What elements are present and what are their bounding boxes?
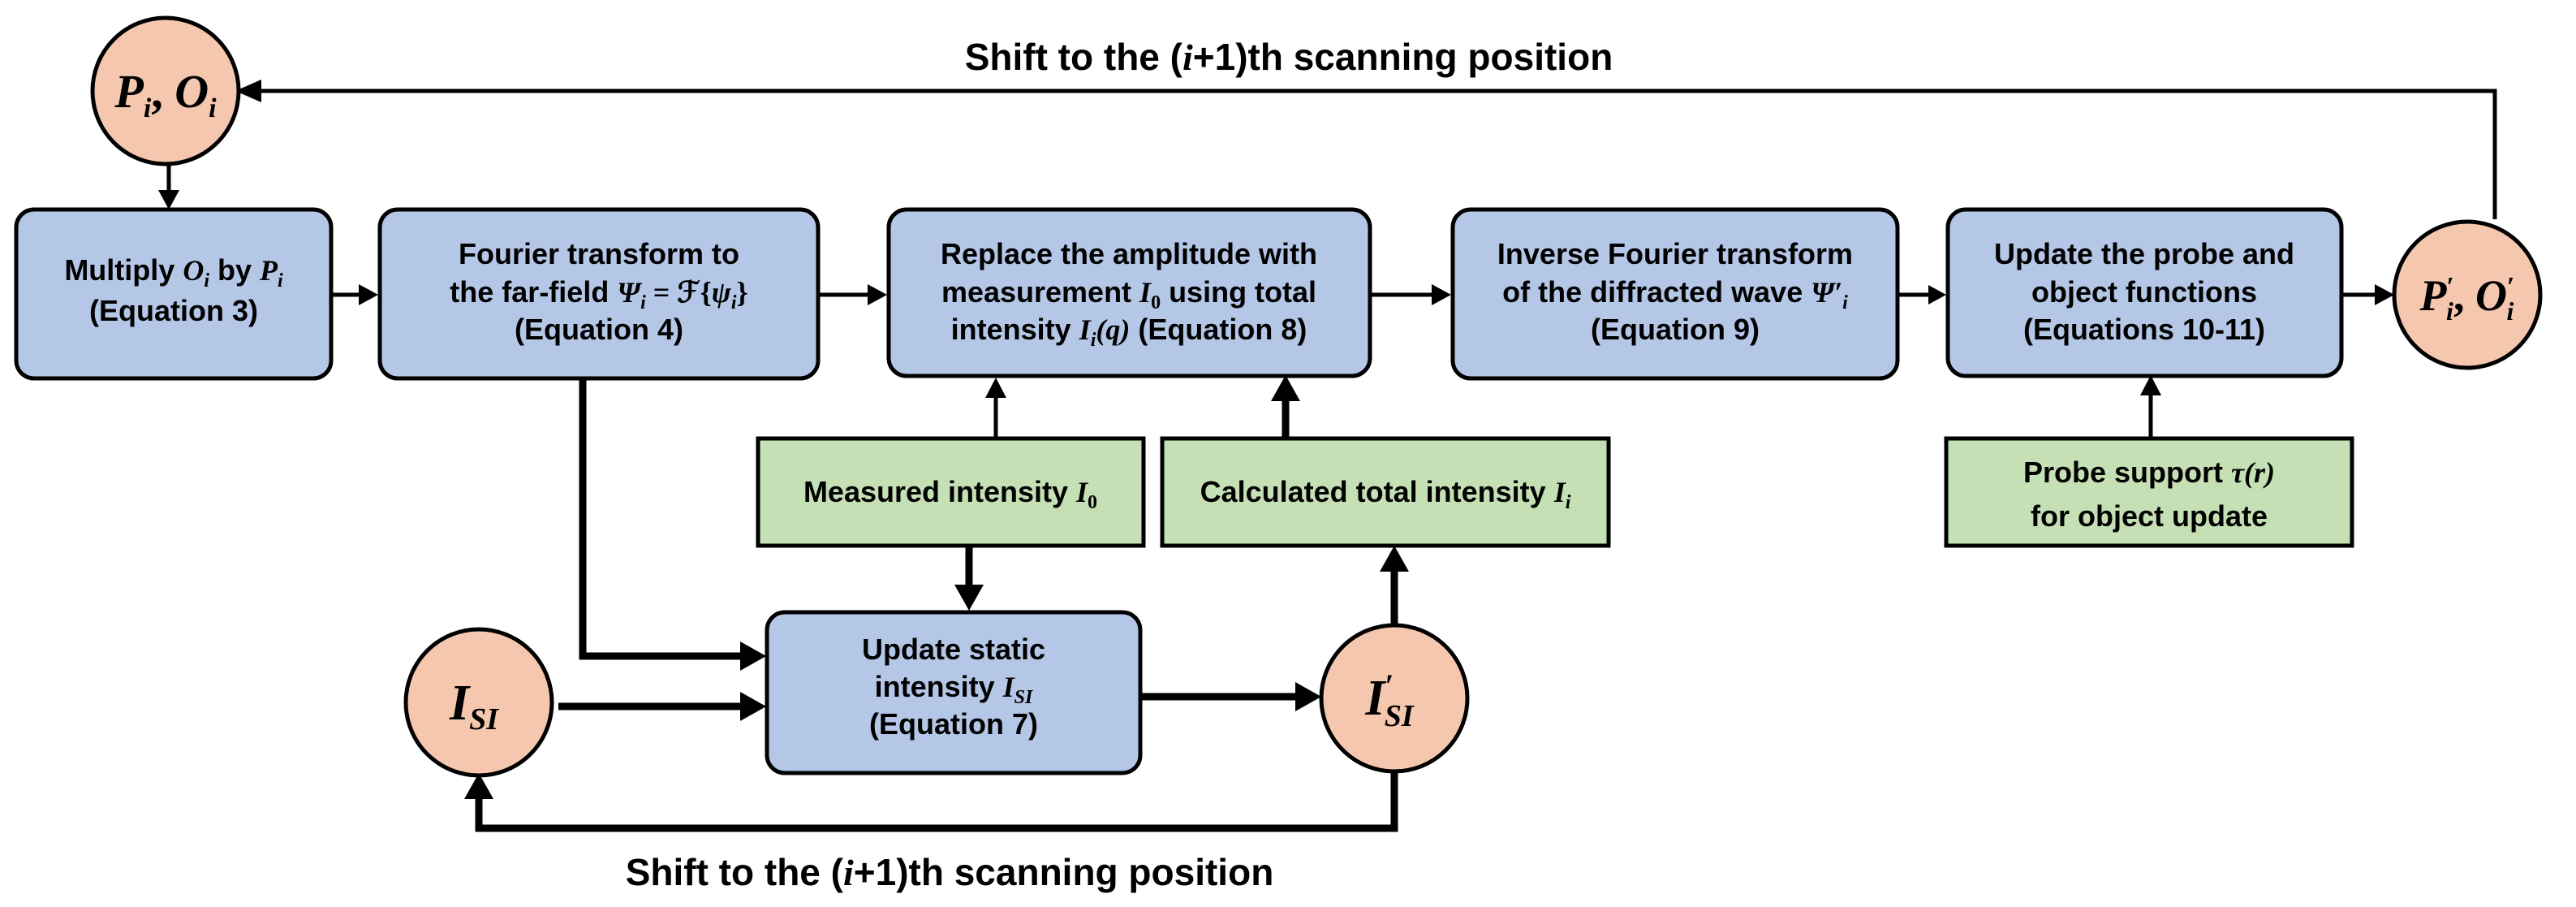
box-probe-support (1944, 436, 2354, 548)
arrowhead-inverse-updatepo (1928, 285, 1946, 304)
node-isi-prime (1319, 623, 1470, 774)
static-line3: (Equation 7) (869, 707, 1038, 741)
arrowhead-calculated-replace (1271, 375, 1300, 401)
input-boxes (756, 436, 2354, 548)
arrowhead-fourier-replace (868, 284, 887, 305)
probe-support-line1: Probe support τ(r) (2023, 456, 2275, 489)
node-isi-label: ISI (449, 676, 499, 736)
arrowhead-pioi-multiply (158, 190, 179, 209)
measured-intensity-label: Measured intensity I0 (803, 475, 1097, 513)
box-update-po (1945, 207, 2344, 378)
static-line2: intensity ISI (875, 670, 1034, 708)
updatepo-line2: object functions (2031, 275, 2257, 309)
arrowhead-fourier-static (740, 641, 766, 671)
arrowhead-top-loop (235, 80, 261, 102)
updatepo-line3: (Equations 10-11) (2023, 313, 2265, 346)
arrowhead-multiply-fourier (359, 284, 378, 305)
arrowhead-static-isiprime (1295, 682, 1321, 711)
inverse-line3: (Equation 9) (1591, 313, 1760, 346)
bottom-loop-label: Shift to the (i+1)th scanning position (626, 851, 1274, 893)
replace-line1: Replace the amplitude with (941, 237, 1317, 270)
box-multiply (14, 207, 334, 381)
multiply-line2: (Equation 3) (89, 294, 258, 327)
arrowhead-isi-static (740, 692, 766, 721)
box-update-static (765, 610, 1143, 775)
arrowhead-isiprime-calculated (1380, 546, 1409, 572)
top-loop-line (253, 89, 2497, 219)
process-boxes (14, 207, 2344, 775)
box-replace (886, 207, 1372, 378)
node-pi-oi-prime-label: P′i, O′i (2419, 271, 2514, 326)
connectors (166, 89, 2497, 832)
arrowheads (158, 80, 2394, 799)
node-isi-prime-label: I′SI (1364, 667, 1415, 733)
arrowhead-measured-static (954, 585, 984, 611)
replace-line3: intensity Ii(q) (Equation 8) (951, 313, 1307, 351)
probe-support-line2: for object update (2031, 499, 2268, 533)
box-fourier (377, 207, 821, 381)
replace-line2: measurement I0 using total (941, 275, 1316, 313)
fourier-line1: Fourier transform to (459, 237, 739, 270)
arrowhead-measured-replace (985, 378, 1006, 398)
arrowhead-probe-updatepo (2140, 375, 2161, 395)
top-loop-label: Shift to the (i+1)th scanning position (965, 36, 1613, 78)
fourier-line2: the far-field Ψi = ℱ{ψi} (450, 275, 747, 313)
inverse-line1: Inverse Fourier transform (1497, 237, 1853, 270)
box-measured-intensity (756, 436, 1146, 548)
arrowhead-replace-inverse (1432, 284, 1451, 305)
nodes (90, 15, 2543, 778)
static-line1: Update static (862, 633, 1045, 666)
node-pi-oi-label: Pi, Oi (114, 65, 217, 123)
arrowhead-updatepo-pioiprime (2375, 284, 2394, 305)
box-calculated-intensity (1160, 436, 1611, 548)
fourier-line3: (Equation 4) (515, 313, 683, 346)
arrowhead-bottom-loop (464, 773, 493, 799)
inverse-line2: of the diffracted wave Ψ′i (1502, 275, 1848, 313)
node-pi-oi-prime (2392, 219, 2543, 370)
arrow-fourier-to-static (579, 380, 743, 660)
node-pi-oi (90, 15, 241, 166)
bottom-loop-line (475, 771, 1398, 832)
node-isi (403, 627, 554, 778)
multiply-line1: Multiply Oi by Pi (64, 253, 283, 292)
updatepo-line1: Update the probe and (1994, 237, 2294, 270)
box-inverse (1450, 207, 1900, 381)
calculated-intensity-label: Calculated total intensity Ii (1200, 475, 1571, 513)
